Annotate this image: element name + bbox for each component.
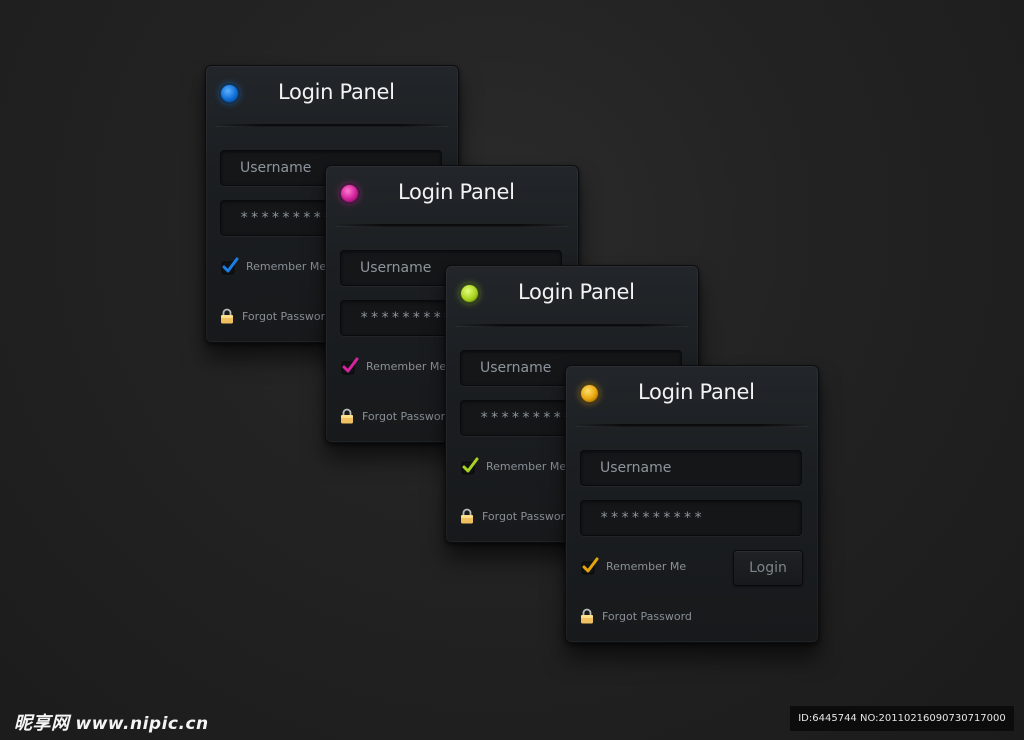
panel-title: Login Panel — [518, 280, 635, 304]
panel-title: Login Panel — [638, 380, 755, 404]
lock-icon — [461, 508, 473, 524]
checkmark-icon[interactable] — [580, 556, 600, 576]
divider — [216, 124, 448, 127]
panel-header: Login Panel — [566, 366, 818, 424]
login-button[interactable]: Login — [733, 550, 803, 586]
divider — [456, 324, 688, 327]
remember-me-label: Remember Me — [246, 260, 327, 273]
panel-title: Login Panel — [278, 80, 395, 104]
watermark-url: www.nipic.cn — [75, 714, 209, 734]
divider — [336, 224, 568, 227]
remember-me-label: Remember Me — [606, 560, 687, 573]
remember-me-label: Remember Me — [486, 460, 567, 473]
forgot-password-link[interactable]: Forgot Password — [362, 410, 452, 423]
watermark-id: ID:6445744 NO:20110216090730717000 — [790, 706, 1014, 731]
login-panel-orange: Login Panel Username ********** Remember… — [565, 365, 819, 643]
status-dot-icon — [581, 385, 598, 402]
forgot-password-link[interactable]: Forgot Password — [482, 510, 572, 523]
status-dot-icon — [341, 185, 358, 202]
remember-me-label: Remember Me — [366, 360, 447, 373]
forgot-password-link[interactable]: Forgot Password — [242, 310, 332, 323]
lock-icon — [581, 608, 593, 624]
lock-icon — [221, 308, 233, 324]
watermark-logo-text: 昵享网 — [14, 713, 70, 734]
panel-title: Login Panel — [398, 180, 515, 204]
username-input[interactable]: Username — [580, 450, 802, 486]
lock-icon — [341, 408, 353, 424]
panel-header: Login Panel — [326, 166, 578, 224]
status-dot-icon — [221, 85, 238, 102]
checkmark-icon[interactable] — [220, 256, 240, 276]
status-dot-icon — [461, 285, 478, 302]
checkmark-icon[interactable] — [340, 356, 360, 376]
checkmark-icon[interactable] — [460, 456, 480, 476]
panel-header: Login Panel — [446, 266, 698, 324]
forgot-password-link[interactable]: Forgot Password — [602, 610, 692, 623]
divider — [576, 424, 808, 427]
password-input[interactable]: ********** — [580, 500, 802, 536]
panel-header: Login Panel — [206, 66, 458, 124]
